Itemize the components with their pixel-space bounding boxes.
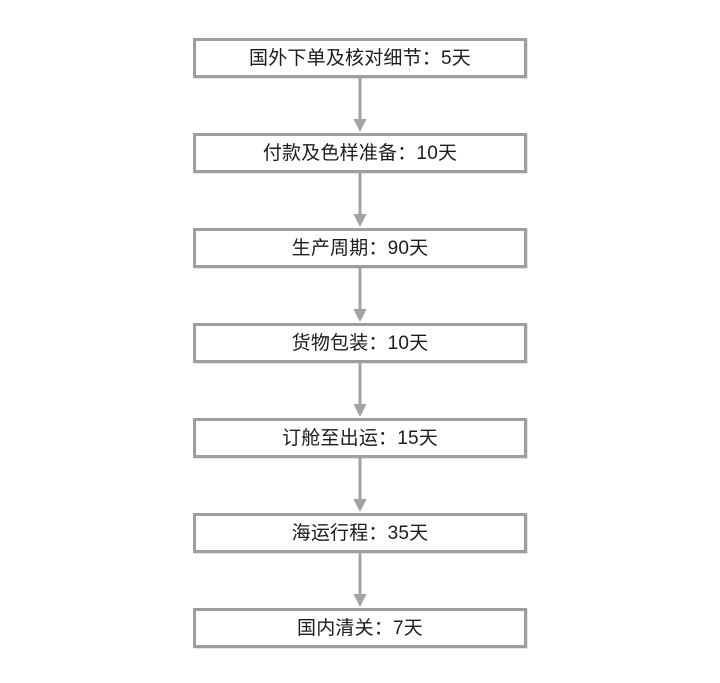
flow-node-3: 生产周期：90天 (193, 228, 527, 268)
flow-node-1: 国外下单及核对细节：5天 (193, 38, 527, 78)
arrow-down-icon (353, 78, 367, 132)
flow-node-label: 订舱至出运：15天 (282, 427, 438, 449)
arrow-down-icon (353, 363, 367, 417)
flow-node-label: 国内清关：7天 (297, 617, 423, 639)
flow-connector-4 (193, 363, 527, 418)
flow-connector-1 (193, 78, 527, 133)
flow-node-label: 海运行程：35天 (291, 522, 429, 544)
flow-node-label: 国外下单及核对细节：5天 (249, 47, 471, 69)
flow-node-label: 货物包装：10天 (291, 332, 429, 354)
flow-node-5: 订舱至出运：15天 (193, 418, 527, 458)
flow-node-label: 付款及色样准备：10天 (262, 142, 458, 164)
flow-connector-3 (193, 268, 527, 323)
flow-connector-5 (193, 458, 527, 513)
arrow-down-icon (353, 458, 367, 512)
flow-node-2: 付款及色样准备：10天 (193, 133, 527, 173)
flow-node-label: 生产周期：90天 (291, 237, 429, 259)
arrow-down-icon (353, 553, 367, 607)
flow-node-7: 国内清关：7天 (193, 608, 527, 648)
flow-connector-6 (193, 553, 527, 608)
flow-node-4: 货物包装：10天 (193, 323, 527, 363)
arrow-down-icon (353, 268, 367, 322)
arrow-down-icon (353, 173, 367, 227)
flow-node-6: 海运行程：35天 (193, 513, 527, 553)
flow-connector-2 (193, 173, 527, 228)
